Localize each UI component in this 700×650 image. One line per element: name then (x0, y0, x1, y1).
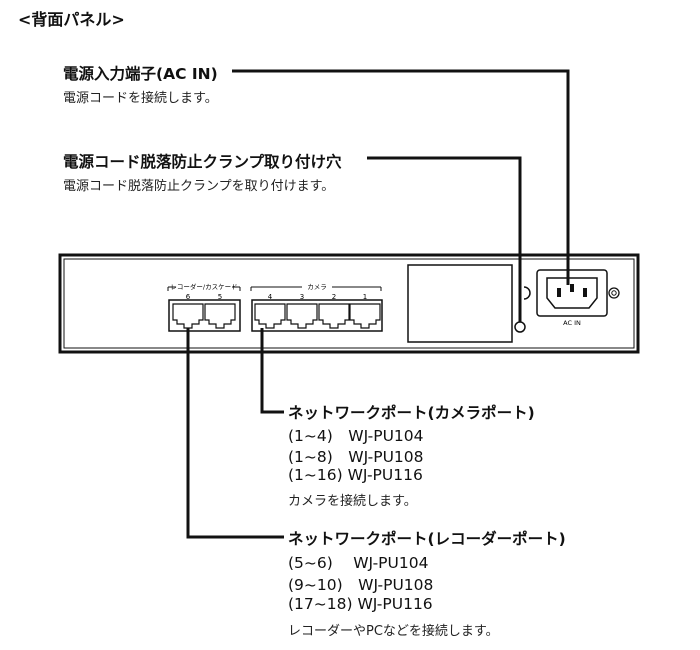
rj45-port (318, 303, 350, 329)
recorder-ports-block (168, 299, 241, 332)
ac-pin-icon (583, 288, 587, 297)
ac-pin-icon (570, 284, 574, 292)
camera-ports-model-line: (1~4) WJ-PU104 (288, 427, 424, 445)
recorder-ports-model-line: (5~6) WJ-PU104 (288, 554, 429, 572)
recorder-ports-description: レコーダーやPCなどを接続します。 (288, 624, 499, 639)
ac-inlet-plate (536, 269, 608, 317)
recorder-port-number: 5 (218, 293, 222, 301)
clamp-hole-description: 電源コード脱落防止クランプを取り付けます。 (63, 179, 335, 194)
recorder-ports-heading: ネットワークポート(レコーダーポート) (288, 530, 566, 548)
screw-left-icon (523, 286, 531, 300)
rj45-port (254, 303, 286, 329)
rj45-port (172, 303, 204, 329)
recorder-group-label: レコーダー/カスケード (170, 282, 237, 291)
section-title: <背面パネル> (18, 10, 125, 29)
clamp-hole-heading: 電源コード脱落防止クランプ取り付け穴 (63, 153, 342, 171)
camera-port-number: 3 (300, 293, 304, 301)
leader-line-power (232, 69, 570, 285)
camera-ports-model-line: (1~16) WJ-PU116 (288, 466, 423, 484)
rj45-port (204, 303, 236, 329)
camera-port-number: 4 (268, 293, 273, 301)
camera-port-number: 1 (363, 293, 367, 301)
ac-pin-icon (557, 288, 561, 297)
leader-line-camera-ports (260, 328, 284, 414)
camera-group-label: カメラ (307, 283, 327, 291)
rj45-port (286, 303, 318, 329)
recorder-ports-model-line: (17~18) WJ-PU116 (288, 595, 433, 613)
screw-right-icon (608, 287, 620, 299)
recorder-port-number: 6 (186, 293, 191, 301)
power-inlet-description: 電源コードを接続します。 (63, 91, 218, 106)
blank-plate (407, 264, 513, 343)
rj45-port (349, 303, 381, 329)
camera-ports-description: カメラを接続します。 (288, 494, 417, 509)
leader-line-recorder-ports (186, 328, 284, 539)
ac-in-label: AC IN (563, 319, 581, 327)
clamp-hole (514, 321, 526, 333)
camera-ports-block (251, 299, 383, 332)
ac-inlet-socket (546, 277, 598, 309)
camera-port-number: 2 (332, 293, 336, 301)
camera-ports-model-line: (1~8) WJ-PU108 (288, 448, 424, 466)
device-inner-frame (63, 258, 635, 349)
camera-ports-heading: ネットワークポート(カメラポート) (288, 404, 535, 422)
recorder-ports-model-line: (9~10) WJ-PU108 (288, 576, 434, 594)
power-inlet-heading: 電源入力端子(AC IN) (63, 65, 218, 83)
leader-line-clamp (367, 156, 522, 322)
